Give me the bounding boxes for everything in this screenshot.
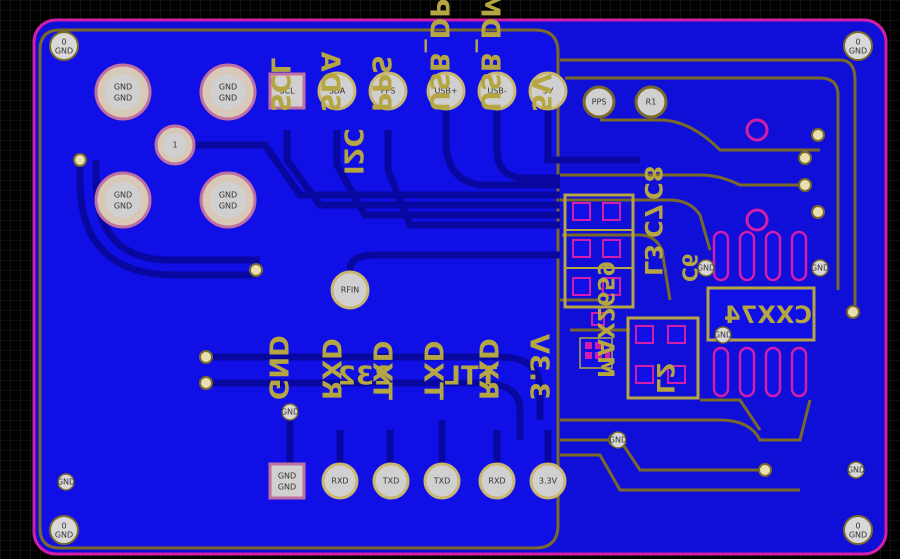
gnd-via-label: GND [609,436,627,445]
gnd-pad-label: GND [114,202,132,211]
silk-label-232: 232 [338,362,392,392]
bottom-pad-33v [529,462,567,500]
gnd-via-label: GND [281,408,299,417]
gnd-via-label: GND [714,331,732,340]
bottom-pad-label: TXD [433,477,451,486]
header-pad-5v [528,71,568,111]
mounting-hole-label: GND [55,47,73,56]
bottom-pad-rxd [321,462,359,500]
gnd-via [281,403,299,421]
gnd-pad-label: GND [219,202,237,211]
crystal-rings [745,118,769,232]
right-pad-label: R1 [646,98,657,107]
silk-label-l2: L2 [651,362,679,394]
mounting-hole-label: GND [849,531,867,540]
silk-label-c8: C8 [639,166,667,200]
header-pad-label: PPS [381,87,396,96]
gnd-via [609,431,627,449]
silk-label-top: SDA [315,52,345,112]
component-block-upper [563,193,635,309]
gnd-via [697,259,715,277]
bottom-pad-gnd [268,462,306,500]
gnd-via-label: GND [847,466,865,475]
gnd-via [811,259,829,277]
silk-label-bottom: GND [263,335,293,400]
header-pad-usb [477,71,517,111]
silk-label-max2659: MAX2659 [592,261,617,378]
bottom-pad-txd [372,462,410,500]
bottom-pad-label: RXD [331,477,348,486]
silk-label-bottom: TXD [367,341,397,400]
header-pad-pps [368,71,408,111]
silk-label-i2c: I2C [338,128,368,175]
max2659-chip [579,312,613,369]
silk-label-bottom: RXD [473,338,503,400]
bottom-pad-txd [423,462,461,500]
header-pad-label: USB+ [434,87,457,96]
silk-label-top: SCL [265,58,295,112]
mounting-hole-label: 0 [61,38,66,47]
silk-label-c6: C6 [678,253,702,282]
gnd-via-label: GND [57,478,75,487]
silk-label-top: USB_DM [475,0,505,112]
right-traces [560,58,857,492]
bottom-pad-label: GND [278,472,296,481]
gnd-pad-label: GND [114,83,132,92]
gnd-via-label: GND [811,264,829,273]
header-pad-scl [268,72,306,110]
traces [76,110,640,470]
component-block-l2 [626,316,700,400]
mounting-hole [49,515,79,545]
silk-label-bottom: 3.3V [524,334,554,400]
rfin-pad [330,270,370,310]
header-pad-label: SCL [279,87,295,96]
right-pad-label: PPS [592,98,607,107]
gnd-via [714,326,732,344]
silk-label-c7: C7 [639,204,667,238]
bottom-pad-label: RXD [488,477,505,486]
mounting-hole-label: GND [55,531,73,540]
gnd-pad-label: GND [219,191,237,200]
silk-label-cxx74: CXX74 [724,301,812,329]
silk-label-bottom: TXD [418,341,448,400]
mounting-hole [843,515,873,545]
header-pad-label: 5V [543,87,554,96]
mounting-hole [843,31,873,61]
gnd-pad-label: GND [114,94,132,103]
silk-label-bottom: RXD [316,338,346,400]
mounting-hole-label: GND [849,47,867,56]
gnd-via-label: GND [697,264,715,273]
bottom-pad-label: GND [278,483,296,492]
header-pad-usb [426,71,466,111]
right-pad-r1 [634,85,668,119]
silk-label-top: PPS [366,55,396,112]
silk-label-top: 5V [526,74,556,112]
silk-label-l3: L3 [639,244,667,276]
header-pad-label: SDA [329,87,346,96]
gnd-pad-label: GND [219,94,237,103]
header-pad-sda [317,71,357,111]
right-pad-pps [582,85,616,119]
silk-label-ttl: TTL [444,362,497,392]
silk-label-top: USB_DP [424,0,454,112]
gnd-pad-label: GND [114,191,132,200]
cxx74-chip [706,230,816,398]
bottom-pad-label: 3.3V [539,477,558,486]
gnd-pad-label: GND [219,83,237,92]
mounting-hole-label: 0 [61,522,66,531]
gnd-via [847,461,865,479]
gnd-via [57,473,75,491]
header-pad-label: USB- [487,87,506,96]
mounting-hole-label: 0 [855,522,860,531]
bottom-pad-rxd [478,462,516,500]
rfin-pad-label: RFIN [341,286,360,295]
bottom-pad-label: TXD [382,477,400,486]
pad-one-label: 1 [172,141,177,150]
mounting-hole [49,31,79,61]
mounting-hole-label: 0 [855,38,860,47]
